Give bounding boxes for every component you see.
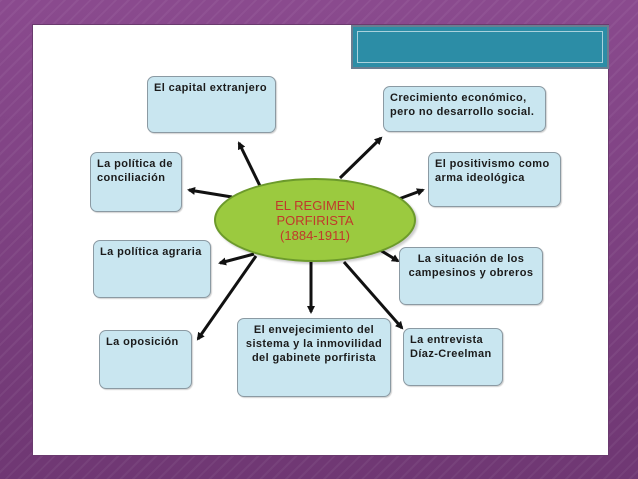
arrow-to-crecimiento [338, 136, 383, 180]
arrow-to-oposicion [196, 255, 258, 341]
node-positivismo: El positivismo como arma ideológica [428, 152, 561, 207]
node-entrevista-diaz-creelman: La entrevista Díaz-Creelman [403, 328, 503, 386]
arrow-to-entrevista [342, 261, 404, 330]
node-crecimiento-economico: Crecimiento económico, pero no desarroll… [383, 86, 546, 132]
arrow-to-agraria [218, 252, 255, 266]
arrow-to-conciliacion [187, 187, 233, 199]
arrow-to-campesinos [379, 248, 400, 263]
central-topic-ellipse: EL REGIMEN PORFIRISTA (1884-1911) [214, 178, 416, 262]
arrow-to-capital [237, 141, 264, 191]
node-oposicion: La oposición [99, 330, 192, 389]
title-placeholder-inner [357, 31, 603, 63]
node-situacion-campesinos: La situación de los campesinos y obreros [399, 247, 543, 305]
node-politica-conciliacion: La política de conciliación [90, 152, 182, 212]
title-placeholder-box [351, 25, 609, 69]
node-envejecimiento-sistema: El envejecimiento del sistema y la inmov… [237, 318, 391, 397]
node-capital-extranjero: El capital extranjero [147, 76, 276, 133]
node-politica-agraria: La política agraria [93, 240, 211, 298]
